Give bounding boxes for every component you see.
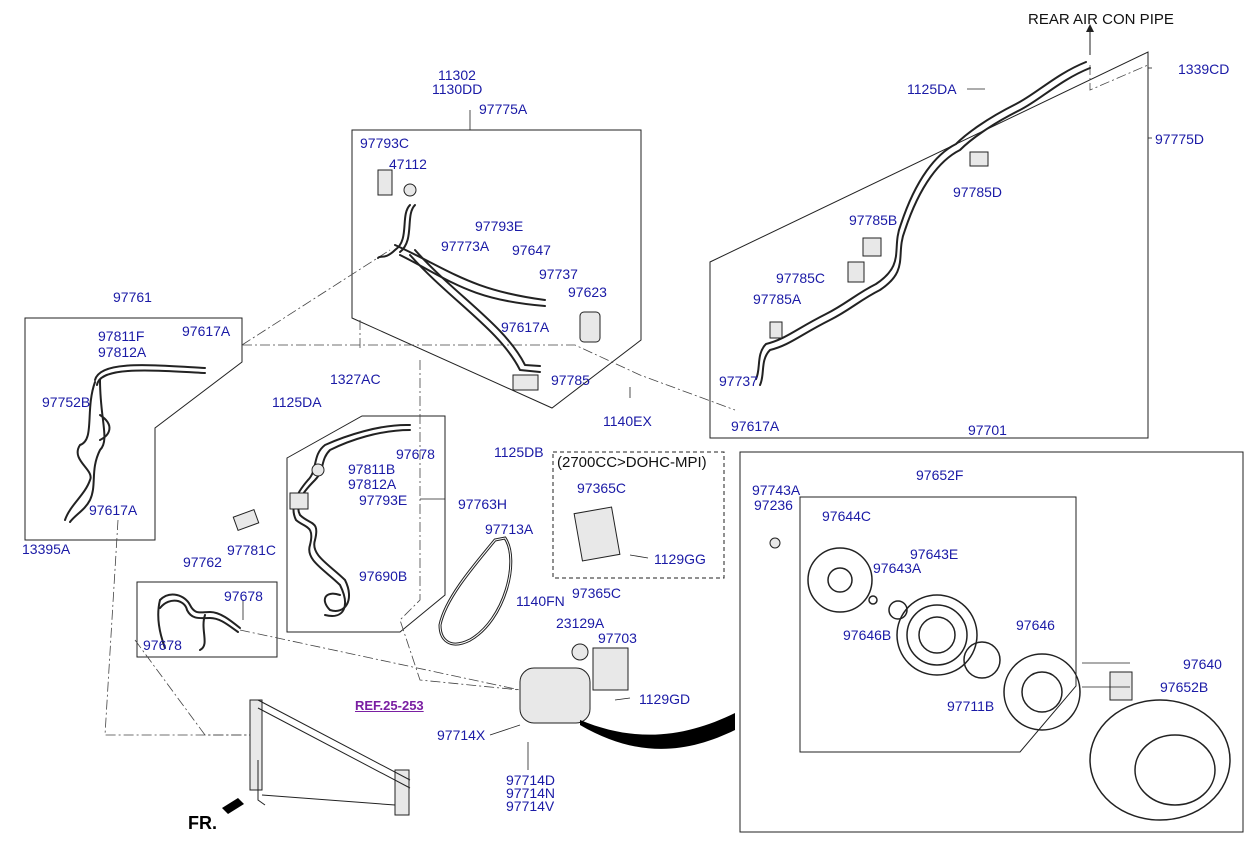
front-direction: FR. (188, 813, 217, 833)
part-label[interactable]: 97647 (512, 242, 551, 258)
part-label[interactable]: 97785 (551, 372, 590, 388)
part-label[interactable]: 97773A (441, 238, 490, 254)
part-label[interactable]: 97365C (572, 585, 622, 601)
part-label[interactable]: 97623 (568, 284, 607, 300)
part-label[interactable]: 97701 (968, 422, 1007, 438)
part-label[interactable]: 97737 (719, 373, 758, 389)
part-label[interactable]: 97763H (458, 496, 508, 512)
part-label[interactable]: 97617A (89, 502, 138, 518)
part-label[interactable]: 97781C (227, 542, 277, 558)
part-label[interactable]: 97711B (947, 698, 995, 714)
part-label[interactable]: 1327AC (330, 371, 381, 387)
engine-variant-note: (2700CC>DOHC-MPI) (557, 454, 707, 471)
part-label[interactable]: 97775A (479, 101, 528, 117)
part-label[interactable]: 97690B (359, 568, 408, 584)
part-label[interactable]: 97678 (143, 637, 182, 653)
part-label[interactable]: 23129A (556, 615, 605, 631)
part-label[interactable]: 97737 (539, 266, 578, 282)
part-label[interactable]: 1130DD (432, 81, 483, 97)
part-label[interactable]: 97714N (506, 785, 556, 801)
outline-97762 (136, 581, 278, 658)
outline-97652F (799, 496, 1077, 753)
belt-97713A (438, 536, 513, 646)
part-label[interactable]: 97785B (849, 212, 898, 228)
part-label[interactable]: 97793E (475, 218, 524, 234)
part-label[interactable]: 97236 (754, 497, 793, 513)
part-label[interactable]: 13395A (22, 541, 71, 557)
outline-97763H (286, 415, 446, 633)
part-label[interactable]: 97785D (953, 184, 1003, 200)
part-label[interactable]: 97644C (822, 508, 872, 524)
part-label[interactable]: 97617A (731, 418, 780, 434)
part-label[interactable]: 97678 (224, 588, 263, 604)
part-label[interactable]: 1140FN (516, 593, 565, 609)
part-label[interactable]: 97643E (910, 546, 959, 562)
part-label[interactable]: 1125DA (272, 394, 322, 410)
part-label[interactable]: 97617A (501, 319, 550, 335)
part-label[interactable]: 47112 (389, 156, 427, 172)
part-label[interactable]: 1140EX (603, 413, 652, 429)
part-label[interactable]: 97752B (42, 394, 91, 410)
part-label[interactable]: 1125DB (494, 444, 544, 460)
part-label[interactable]: 97811B (348, 461, 396, 477)
part-label[interactable]: 97365C (577, 480, 627, 496)
part-label[interactable]: 97646B (843, 627, 892, 643)
part-label[interactable]: 97743A (752, 482, 801, 498)
part-label[interactable]: 97812A (348, 476, 397, 492)
part-label[interactable]: 97640 (1183, 656, 1222, 672)
outline-engine-variant (552, 451, 725, 579)
outline-97775D (709, 51, 1149, 439)
outline-97701 (739, 451, 1244, 833)
part-label[interactable]: 97775D (1155, 131, 1205, 147)
reference-link[interactable]: REF.25-253 (355, 698, 424, 713)
outline-97761 (24, 317, 243, 541)
part-label[interactable]: 97703 (598, 630, 637, 646)
part-label[interactable]: 97761 (113, 289, 152, 305)
part-label[interactable]: 1339CD (1178, 61, 1230, 77)
swoosh (580, 713, 735, 749)
part-label[interactable]: 97785C (776, 270, 826, 286)
part-label[interactable]: 97793C (360, 135, 410, 151)
part-label[interactable]: 1129GD (639, 691, 691, 707)
part-label[interactable]: 97793E (359, 492, 408, 508)
part-label[interactable]: 97811F (98, 328, 145, 344)
part-label[interactable]: 1129GG (654, 551, 706, 567)
part-label[interactable]: 97714D (506, 772, 556, 788)
part-label[interactable]: 11302 (438, 67, 476, 83)
part-label[interactable]: 97785A (753, 291, 802, 307)
outline-97775A (351, 129, 642, 409)
part-label[interactable]: 97617A (182, 323, 231, 339)
part-label[interactable]: 97652B (1160, 679, 1209, 695)
part-label[interactable]: 97713A (485, 521, 534, 537)
part-label[interactable]: 97652F (916, 467, 964, 483)
part-label[interactable]: 1125DA (907, 81, 957, 97)
part-label[interactable]: 97762 (183, 554, 222, 570)
part-label[interactable]: 97812A (98, 344, 147, 360)
fr-arrow-icon (222, 798, 244, 814)
rear-air-con-pipe-note: REAR AIR CON PIPE (1028, 11, 1174, 28)
part-label[interactable]: 97678 (396, 446, 435, 462)
part-label[interactable]: 97646 (1016, 617, 1055, 633)
part-label[interactable]: 97714V (506, 798, 555, 814)
part-label[interactable]: 97714X (437, 727, 486, 743)
part-label[interactable]: 97643A (873, 560, 922, 576)
